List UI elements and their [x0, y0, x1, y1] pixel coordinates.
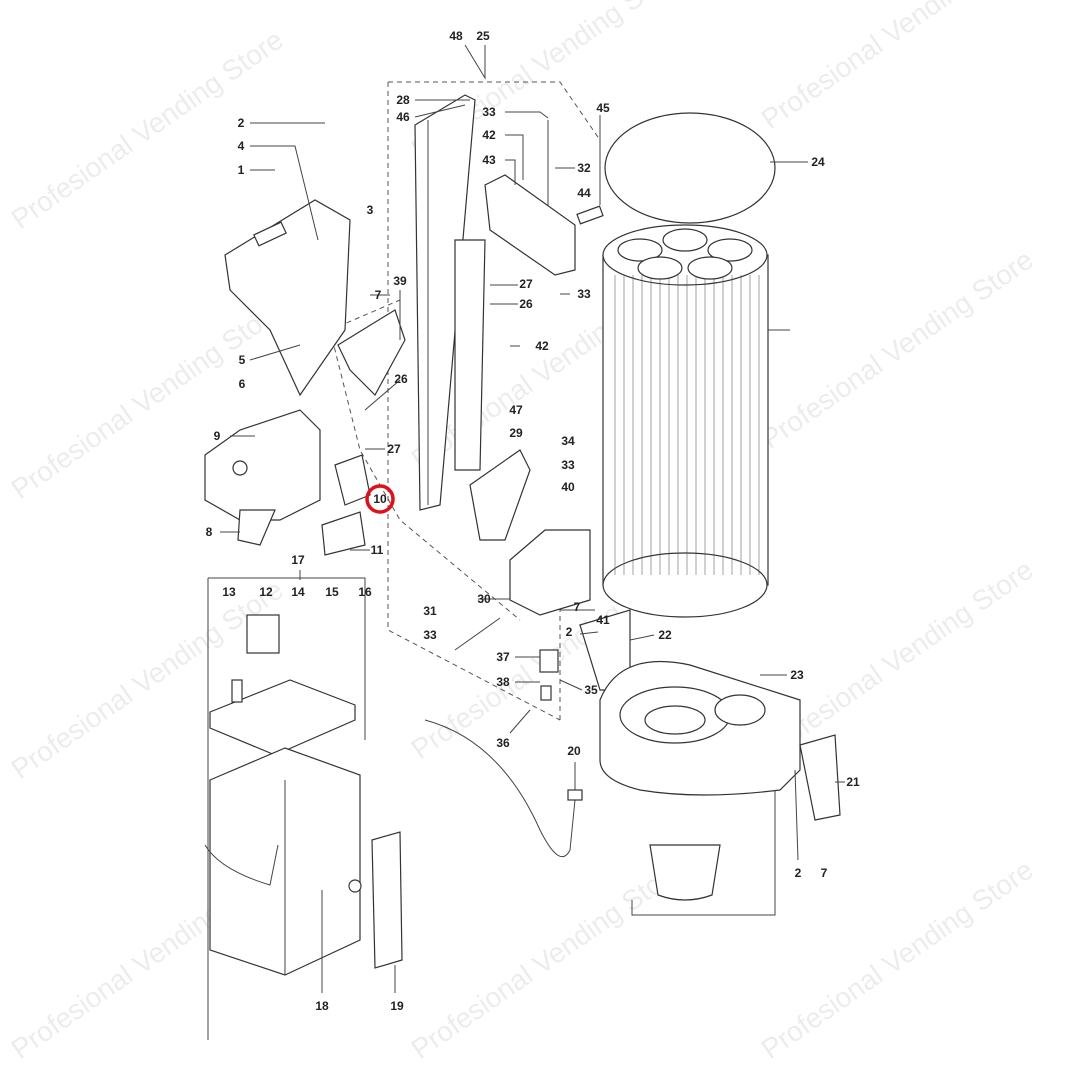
coin-tube: [617, 238, 663, 262]
callout-22: 22: [658, 628, 672, 642]
callout-12: 12: [259, 585, 273, 599]
callout-27: 27: [387, 442, 401, 456]
side-bracket: [799, 734, 841, 821]
callout-3: 3: [367, 203, 374, 217]
top-bracket: [484, 174, 576, 276]
callout-2: 2: [566, 625, 573, 639]
coin-tube: [637, 256, 683, 280]
callout-18: 18: [315, 999, 329, 1013]
callout-47: 47: [509, 403, 523, 417]
callout-9: 9: [214, 429, 221, 443]
callout-38: 38: [496, 675, 510, 689]
slide-bracket: [509, 529, 591, 616]
watermark-text: Profesional Vending Store: [6, 24, 289, 235]
callout-29: 29: [509, 426, 523, 440]
callout-15: 15: [325, 585, 339, 599]
callout-33: 33: [423, 628, 437, 642]
callout-14: 14: [291, 585, 305, 599]
callout-33: 33: [561, 458, 575, 472]
callout-2: 2: [795, 866, 802, 880]
callout-17: 17: [291, 553, 305, 567]
callout-26: 26: [394, 372, 408, 386]
callout-42: 42: [535, 339, 549, 353]
callout-10: 10: [373, 492, 387, 506]
coin-tube: [662, 228, 708, 252]
cable: [424, 719, 576, 858]
callout-43: 43: [482, 153, 496, 167]
callout-41: 41: [596, 613, 610, 627]
callout-34: 34: [561, 434, 575, 448]
callout-7: 7: [375, 288, 382, 302]
watermark-text: Profesional Vending Store: [756, 244, 1039, 455]
callout-30: 30: [477, 592, 491, 606]
coin-tube-carousel: [602, 254, 769, 586]
callout-6: 6: [239, 377, 246, 391]
callout-27: 27: [519, 277, 533, 291]
cup: [649, 844, 721, 901]
coin-tube: [687, 256, 733, 280]
tube-cover: [604, 112, 776, 224]
callout-5: 5: [239, 353, 246, 367]
callout-16: 16: [358, 585, 372, 599]
mounting-plate: [224, 199, 351, 397]
highlight-circle: [365, 484, 395, 514]
callout-37: 37: [496, 650, 510, 664]
coin-tube: [707, 238, 753, 262]
callout-26: 26: [519, 297, 533, 311]
callout-25: 25: [476, 29, 490, 43]
watermark-text: Profesional Vending Store: [6, 574, 289, 785]
callout-45: 45: [596, 101, 610, 115]
callout-36: 36: [496, 736, 510, 750]
callout-19: 19: [390, 999, 404, 1013]
assembly-boundary-column: [387, 81, 601, 721]
callout-20: 20: [567, 744, 581, 758]
coin-hopper: [204, 409, 321, 521]
callout-44: 44: [577, 186, 591, 200]
callout-35: 35: [584, 683, 598, 697]
callout-39: 39: [393, 274, 407, 288]
watermark-text: Profesional Vending Store: [756, 0, 1039, 135]
callout-33: 33: [482, 105, 496, 119]
callout-42: 42: [482, 128, 496, 142]
lid: [209, 679, 356, 756]
callout-8: 8: [206, 525, 213, 539]
watermark-text: Profesional Vending Store: [756, 854, 1039, 1065]
chute-bracket: [337, 309, 406, 396]
callout-31: 31: [423, 604, 437, 618]
callout-23: 23: [790, 668, 804, 682]
callout-21: 21: [846, 775, 860, 789]
watermark-text: Profesional Vending Store: [406, 854, 689, 1065]
callout-2: 2: [238, 116, 245, 130]
callout-13: 13: [222, 585, 236, 599]
callout-28: 28: [396, 93, 410, 107]
callout-32: 32: [577, 161, 591, 175]
callout-1: 1: [238, 163, 245, 177]
callout-33: 33: [577, 287, 591, 301]
coin-guide: [469, 449, 531, 541]
callout-11: 11: [371, 543, 384, 557]
mounting-strip: [371, 831, 403, 969]
callout-48: 48: [449, 29, 463, 43]
callout-40: 40: [561, 480, 575, 494]
part-10-flap: [334, 454, 371, 506]
callout-7: 7: [574, 600, 581, 614]
callout-4: 4: [238, 139, 245, 153]
callout-46: 46: [396, 110, 410, 124]
callout-24: 24: [811, 155, 825, 169]
callout-7: 7: [821, 866, 828, 880]
